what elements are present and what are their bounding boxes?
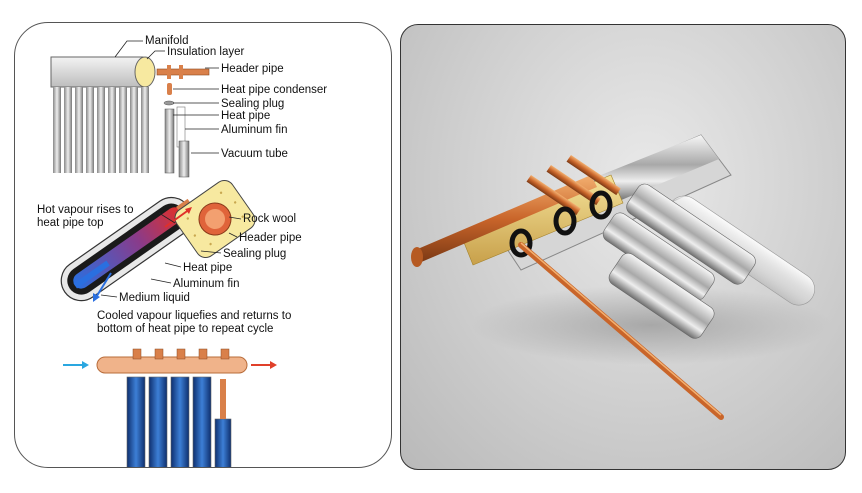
label-cooled-2: bottom of heat pipe to repeat cycle	[97, 323, 273, 335]
label-aluminum-fin-mid: Aluminum fin	[173, 278, 239, 290]
mid-leader-lines	[100, 212, 242, 298]
hot-vapour-arrow	[164, 208, 191, 228]
middle-labels: Hot vapour rises to heat pipe top Rock w…	[37, 204, 302, 335]
vacuum-tube-blue-4	[192, 376, 212, 467]
vacuum-tube-array	[53, 87, 149, 173]
header-pipe-3d	[411, 155, 621, 267]
cooled-vapour-arrow	[94, 272, 112, 300]
label-cooled-1: Cooled vapour liquefies and returns to	[97, 310, 291, 322]
insulation-end	[134, 56, 156, 88]
cross-section-diagram	[60, 179, 256, 302]
label-header-pipe-mid: Header pipe	[239, 232, 302, 244]
manifold-assembly	[50, 40, 219, 178]
vacuum-tube-blue-5	[214, 418, 232, 467]
label-sealing-plug-mid: Sealing plug	[223, 248, 286, 260]
label-rock-wool: Rock wool	[243, 213, 296, 225]
aluminum-fin-tube-3	[608, 252, 715, 339]
label-hot-vapour-1: Hot vapour rises to	[37, 204, 134, 216]
header-pipe-bottom	[96, 356, 248, 374]
heat-pipe-tube	[164, 108, 175, 174]
label-sealing-plug-top: Sealing plug	[221, 98, 284, 110]
sealing-plug-small	[163, 100, 175, 106]
schematic-svg: Manifold Insulation layer Header pipe He…	[37, 35, 327, 467]
label-medium-liquid: Medium liquid	[119, 292, 190, 304]
top-labels: Manifold Insulation layer Header pipe He…	[145, 35, 327, 160]
label-vacuum-tube: Vacuum tube	[221, 148, 288, 160]
label-header-pipe-top: Header pipe	[221, 63, 284, 75]
label-heat-pipe-condenser: Heat pipe condenser	[221, 84, 327, 96]
floor-shadow	[471, 285, 831, 365]
aluminum-fin-tube-1	[626, 183, 756, 285]
label-heat-pipe-top: Heat pipe	[221, 110, 270, 122]
vacuum-tube-single	[178, 140, 190, 178]
label-heat-pipe-mid: Heat pipe	[183, 262, 232, 274]
vacuum-tube-blue-3	[170, 376, 190, 467]
render-svg	[411, 134, 831, 420]
manifold-body	[50, 56, 144, 88]
top-leader-lines	[114, 40, 219, 154]
label-insulation-layer: Insulation layer	[167, 46, 245, 58]
sealing-plugs-3d	[509, 190, 613, 258]
label-hot-vapour-2: heat pipe top	[37, 217, 104, 229]
schematic-panel: Manifold Insulation layer Header pipe He…	[14, 22, 392, 468]
condenser-bulb	[167, 83, 172, 95]
medium-liquid-fill	[73, 260, 110, 289]
heat-pipe-exposed	[220, 379, 226, 419]
vacuum-tube-blue-2	[148, 376, 168, 467]
heat-pipe-long-3d	[518, 242, 724, 420]
label-aluminum-fin-top: Aluminum fin	[221, 124, 287, 136]
label-manifold: Manifold	[145, 35, 188, 47]
vacuum-tube-blue-1	[126, 376, 146, 467]
vacuum-tubes-3d	[602, 183, 815, 339]
bottom-flow-diagram	[63, 348, 277, 467]
render-panel	[400, 24, 846, 470]
